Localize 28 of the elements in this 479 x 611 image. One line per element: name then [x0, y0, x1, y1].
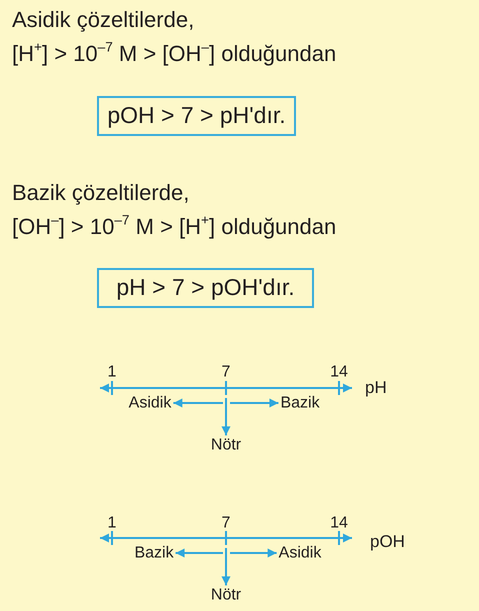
scale-number: 7 — [222, 362, 230, 382]
arrow — [222, 398, 230, 436]
inequality-text: [H$^{+}$] > 10$^{–7}$ M > [OH$^{–}$] olduğundan — [12, 41, 336, 68]
result-box — [97, 268, 314, 308]
arrow — [173, 398, 223, 408]
arrow — [230, 398, 278, 408]
scale-number: 7 — [222, 513, 230, 533]
inequality-text: [OH$^{–}$] > 10$^{–7}$ M > [H$^{+}$] olduğundan — [12, 214, 336, 240]
scale-number: 14 — [330, 513, 348, 533]
region-label: Bazik — [132, 543, 176, 563]
scale-number: 1 — [108, 362, 116, 382]
scale-name: pOH — [370, 532, 405, 552]
scale-name: pH — [365, 378, 387, 398]
region-label: Nötr — [208, 435, 244, 455]
result-text: pH > 7 > pOH'dır. — [116, 274, 295, 302]
scale-number: 1 — [108, 513, 116, 533]
region-label: Nötr — [208, 585, 244, 605]
scale-number: 14 — [330, 362, 348, 382]
region-label: Asidik — [276, 543, 324, 563]
result-text: pOH > 7 > pH'dır. — [107, 102, 286, 130]
arrow — [222, 548, 230, 586]
heading-text: Asidik çözeltilerde, — [12, 7, 194, 34]
result-box — [97, 96, 296, 136]
arrow — [230, 548, 277, 558]
heading-text: Bazik çözeltilerde, — [12, 180, 190, 206]
region-label: Asidik — [126, 393, 174, 413]
region-label: Bazik — [278, 393, 322, 413]
arrow — [176, 548, 223, 558]
